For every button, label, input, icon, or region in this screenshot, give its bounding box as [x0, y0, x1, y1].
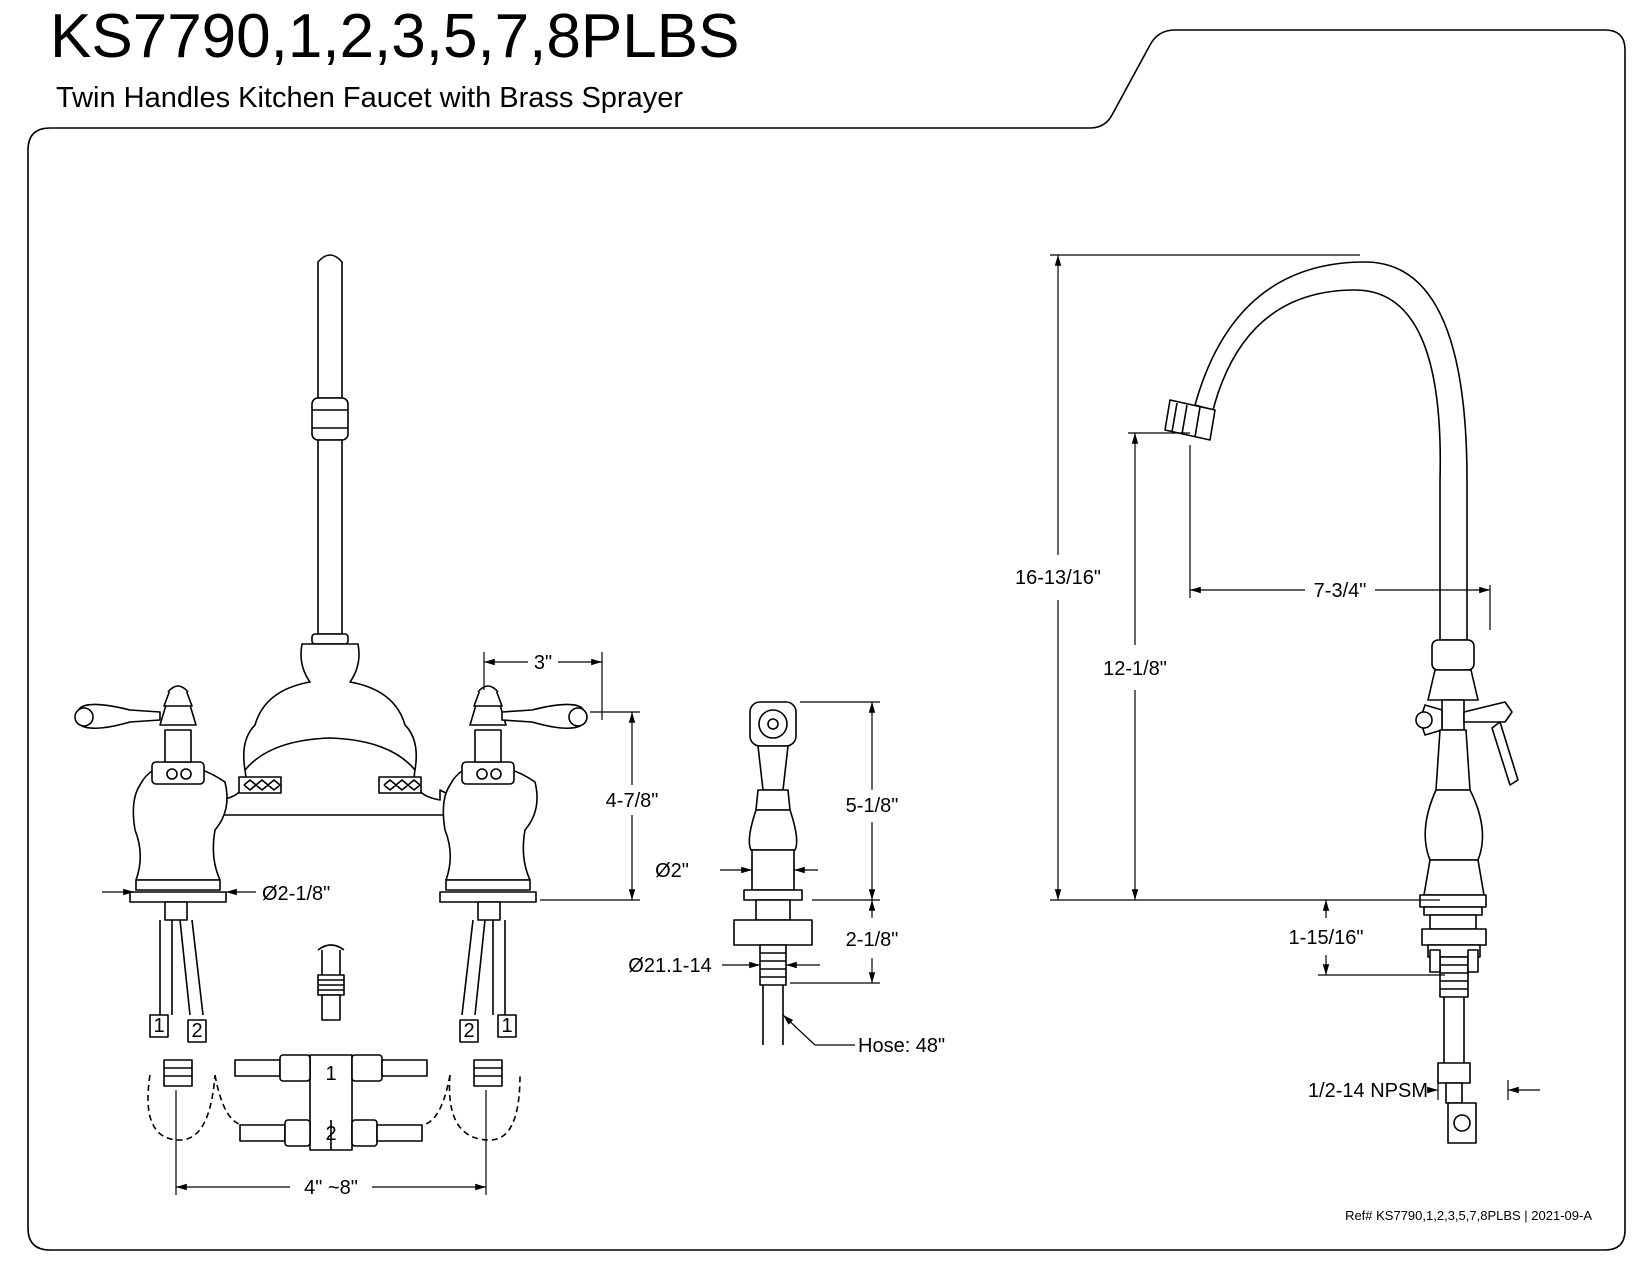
sprayer-drawing [734, 702, 812, 1045]
side-view-faucet [1165, 262, 1518, 1143]
front-view-supply-lines [148, 902, 520, 1150]
dim-connection: 1/2-14 NPSM [1308, 1080, 1428, 1102]
hose-tag-right-1: 1 [501, 1015, 512, 1037]
valve-label-1: 1 [325, 1063, 336, 1085]
dim-shank-length: 1-15/16" [1289, 927, 1364, 949]
hose-tag-right-2: 2 [463, 1020, 474, 1042]
model-number-title: KS7790,1,2,3,5,7,8PLBS [50, 2, 740, 71]
dimension-lines [102, 255, 1540, 1195]
dim-base-diameter: Ø2-1/8" [262, 883, 330, 905]
dim-center-spread: 4" ~8" [304, 1177, 358, 1199]
reference-footer: Ref# KS7790,1,2,3,5,7,8PLBS | 2021-09-A [1345, 1208, 1592, 1223]
hose-tag-left-1: 1 [153, 1015, 164, 1037]
dim-overall-height: 16-13/16" [1015, 567, 1101, 589]
valve-label-2: 2 [325, 1123, 336, 1145]
dim-sprayer-height: 5-1/8" [846, 795, 899, 817]
dim-handle-height: 4-7/8" [606, 790, 659, 812]
dim-spout-height: 12-1/8" [1103, 658, 1167, 680]
dim-sprayer-diameter: Ø2" [655, 860, 689, 882]
hose-tag-left-2: 2 [191, 1020, 202, 1042]
dim-handle-spacing: 3" [534, 652, 552, 674]
dim-hose-length: Hose: 48" [858, 1035, 945, 1057]
dim-spout-reach: 7-3/4" [1314, 580, 1367, 602]
front-view-faucet [75, 255, 587, 902]
dim-sprayer-thread: Ø21.1-14 [628, 955, 711, 977]
drawing-frame [28, 30, 1625, 1250]
product-description: Twin Handles Kitchen Faucet with Brass S… [56, 82, 683, 114]
dim-sprayer-shank: 2-1/8" [846, 929, 899, 951]
